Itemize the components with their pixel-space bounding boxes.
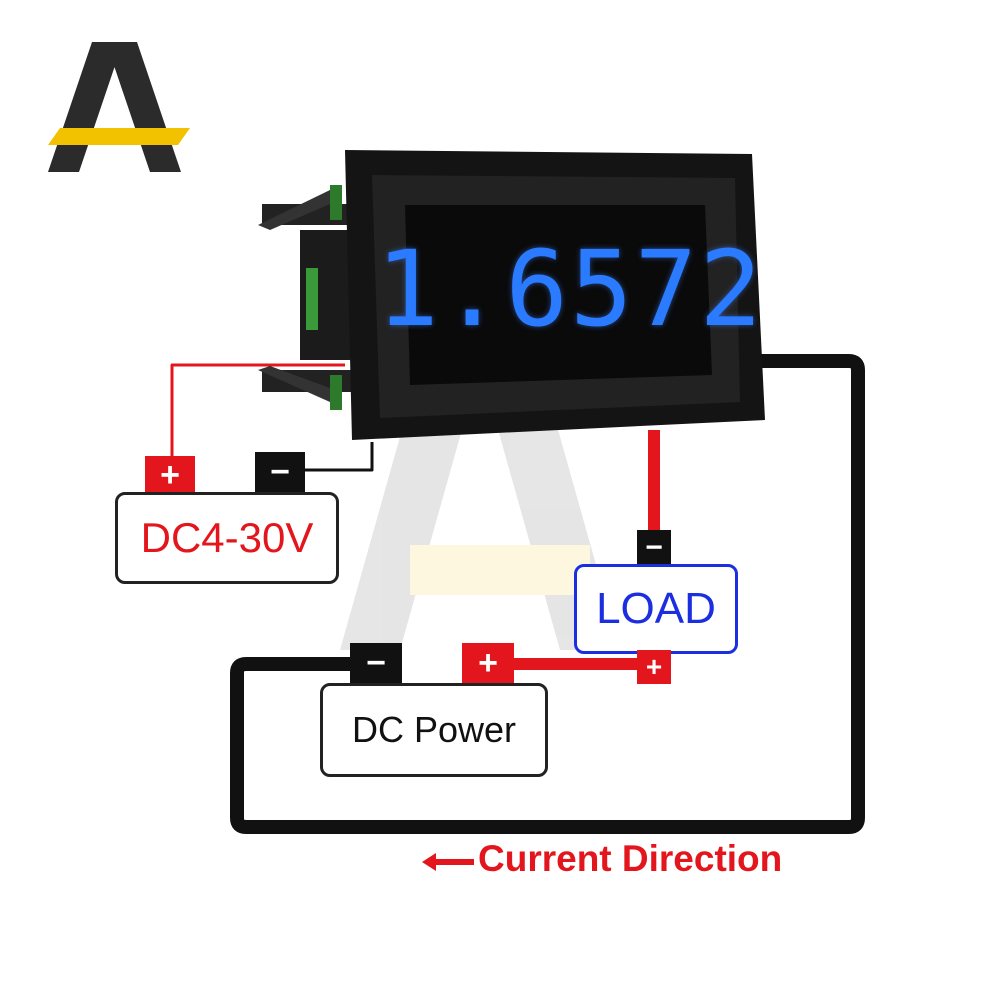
current-direction-caption: Current Direction — [478, 838, 783, 879]
arrow-left-icon — [422, 853, 474, 871]
dc-power-label: DC Power — [320, 683, 548, 777]
load-positive-terminal: + — [637, 650, 671, 684]
load-label: LOAD — [574, 564, 738, 654]
supply-negative-terminal: − — [255, 452, 305, 492]
plus-icon: + — [478, 643, 498, 682]
brand-logo — [48, 42, 190, 172]
red-wires — [170, 363, 660, 670]
black-wires — [230, 354, 865, 834]
meter-display-reading: 1.6572 — [376, 228, 764, 350]
minus-icon: − — [270, 452, 290, 491]
minus-icon: − — [645, 531, 663, 564]
power-negative-terminal: − — [350, 643, 402, 683]
power-positive-terminal: + — [462, 643, 514, 683]
voltmeter-module — [258, 150, 765, 440]
plus-icon: + — [645, 651, 663, 682]
supply-positive-terminal: + — [145, 456, 195, 494]
minus-icon: − — [366, 643, 386, 682]
dc-power-text: DC Power — [351, 709, 517, 750]
supply-voltage-text: DC4-30V — [140, 514, 314, 561]
load-negative-terminal: − — [637, 530, 671, 566]
load-text: LOAD — [596, 584, 716, 633]
plus-icon: + — [160, 455, 180, 494]
supply-voltage-label: DC4-30V — [115, 492, 339, 584]
